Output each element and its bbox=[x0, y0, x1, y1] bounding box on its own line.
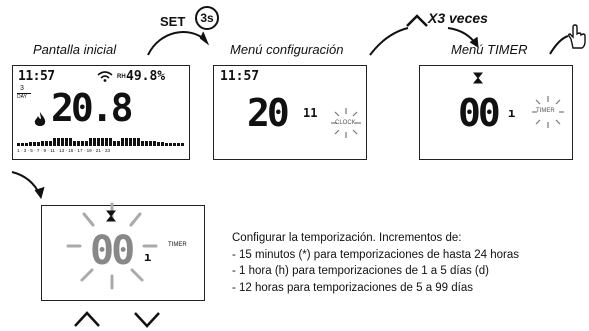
press-count-label: X3 veces bbox=[428, 10, 488, 26]
config-value: 20 bbox=[247, 91, 290, 135]
description-title: Configurar la temporización. Incrementos… bbox=[232, 232, 462, 244]
clock-time: 11:57 bbox=[18, 69, 55, 84]
timer-set-value: 00 bbox=[90, 228, 135, 274]
day-divider bbox=[17, 93, 31, 94]
timer-set-display: 00 ı TIMER bbox=[41, 202, 205, 301]
timer-3s-icon bbox=[195, 6, 219, 30]
day-number: 3 bbox=[20, 85, 24, 92]
caption-timer-menu: Menú TIMER bbox=[451, 42, 528, 57]
set-button-label: SET bbox=[160, 14, 186, 29]
set-hold-time: 3s bbox=[200, 11, 214, 25]
caption-config-menu: Menú configuración bbox=[230, 42, 344, 57]
hours-scale: 1 · 3 · 5 · 7 · 9 · 11 · 13 · 15 · 17 · … bbox=[17, 148, 111, 153]
down-button-icon[interactable] bbox=[132, 310, 162, 328]
clock-indicator: CLOCK bbox=[335, 120, 356, 126]
timer-description: Configurar la temporización. Incrementos… bbox=[232, 230, 519, 296]
hourglass-icon-2 bbox=[106, 210, 116, 222]
description-line: - 1 hora (h) para temporizaciones de 1 a… bbox=[232, 265, 489, 277]
timer-set-minutes-mark: ı bbox=[144, 250, 152, 264]
hourglass-icon bbox=[473, 72, 483, 84]
temperature-value: 20.8 bbox=[51, 86, 133, 130]
timer-set-indicator: TIMER bbox=[168, 242, 187, 248]
blink-rays-icon bbox=[66, 202, 158, 290]
description-line: - 12 horas para temporizaciones de 5 a 9… bbox=[232, 281, 474, 294]
up-button-icon[interactable] bbox=[72, 310, 102, 328]
humidity-prefix: RH bbox=[117, 74, 126, 80]
clock-blink-icon bbox=[331, 108, 361, 138]
config-display: 11:57 20 11 CLOCK bbox=[213, 65, 367, 160]
flame-icon bbox=[34, 112, 46, 126]
up-chevron-icon bbox=[406, 14, 428, 27]
caption-initial-screen: Pantalla inicial bbox=[33, 42, 117, 57]
description-line: - 15 minutos (*) para temporizaciones de… bbox=[232, 248, 520, 261]
timer-menu-value: 00 bbox=[458, 91, 501, 135]
initial-display: 11:57 RH 49.8% 3 DAY 20.8 1 · 3 · 5 · 7 bbox=[12, 65, 190, 160]
config-small-value: 11 bbox=[303, 106, 318, 120]
hand-pointer-icon bbox=[567, 24, 586, 49]
timer-blink-icon bbox=[532, 96, 564, 128]
day-label: DAY bbox=[17, 94, 27, 100]
config-clock-time: 11:57 bbox=[220, 69, 260, 84]
timer-menu-minutes-mark: ı bbox=[508, 106, 516, 120]
timer-menu-display: 00 ı TIMER bbox=[419, 65, 573, 160]
wifi-icon bbox=[97, 71, 113, 82]
timer-menu-indicator: TIMER bbox=[536, 108, 555, 114]
humidity-value: 49.8% bbox=[126, 69, 166, 84]
daily-program-bar bbox=[17, 138, 184, 146]
